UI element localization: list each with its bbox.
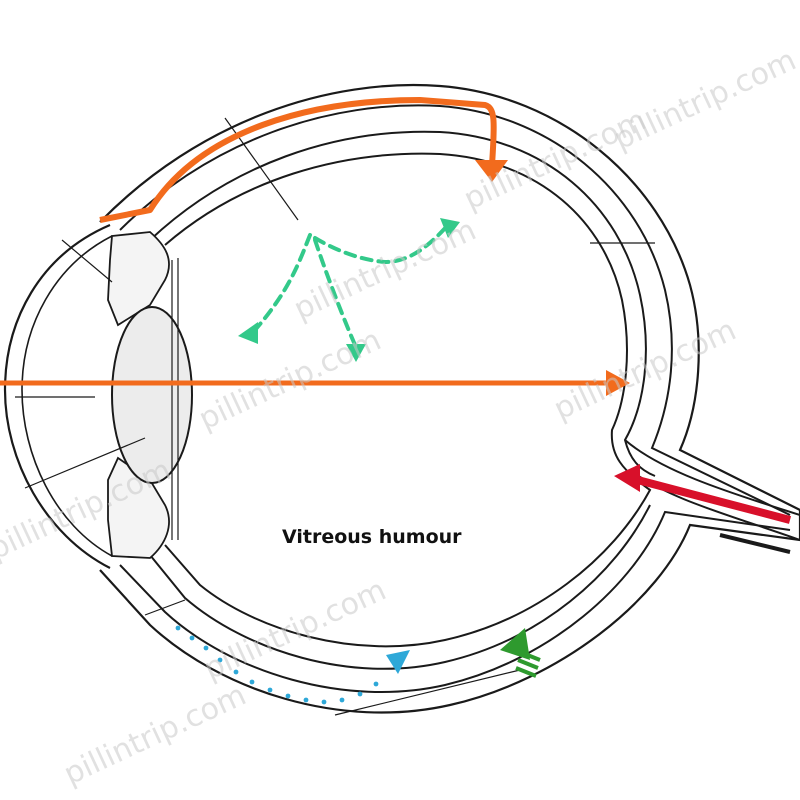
orange-arrowhead-top (475, 160, 508, 182)
green-arrowhead-left (238, 322, 258, 344)
cornea-inner (21, 235, 113, 557)
red-optic-nerve-arrow (628, 474, 792, 524)
pointer-line-6 (144, 599, 186, 616)
blue-arrowhead (386, 650, 410, 674)
orange-arrowhead-axis (606, 370, 630, 396)
orange-flow-arrow-top (99, 97, 497, 223)
optic-nerve (624, 439, 800, 541)
choroid-layer (119, 104, 791, 693)
watermark-8: pillintrip.com (59, 677, 252, 792)
inner-retina-line (164, 152, 652, 648)
cornea (3, 223, 111, 569)
dark-green-arrow-shaft (515, 650, 541, 678)
green-dashed-arrows (253, 223, 450, 347)
green-arrowhead-up (440, 218, 460, 238)
sclera-outer-layer (99, 84, 800, 714)
red-arrowhead (614, 464, 640, 492)
watermark-2: pillintrip.com (194, 322, 387, 437)
pointer-line-3 (24, 437, 146, 489)
dark-nerve-lines (719, 533, 791, 554)
blue-dotted-flow (175, 625, 379, 705)
vitreous-humour-label: Vitreous humour (282, 526, 462, 548)
iris-lower (107, 456, 170, 559)
pointer-line-7 (334, 669, 521, 716)
watermark-7: pillintrip.com (609, 42, 800, 157)
green-arrowhead-down (346, 344, 366, 362)
retina-layer (149, 130, 656, 670)
watermark-4: pillintrip.com (289, 212, 482, 327)
iris-upper (107, 231, 170, 327)
watermark-6: pillintrip.com (199, 572, 392, 687)
pointer-line-1 (61, 239, 113, 283)
